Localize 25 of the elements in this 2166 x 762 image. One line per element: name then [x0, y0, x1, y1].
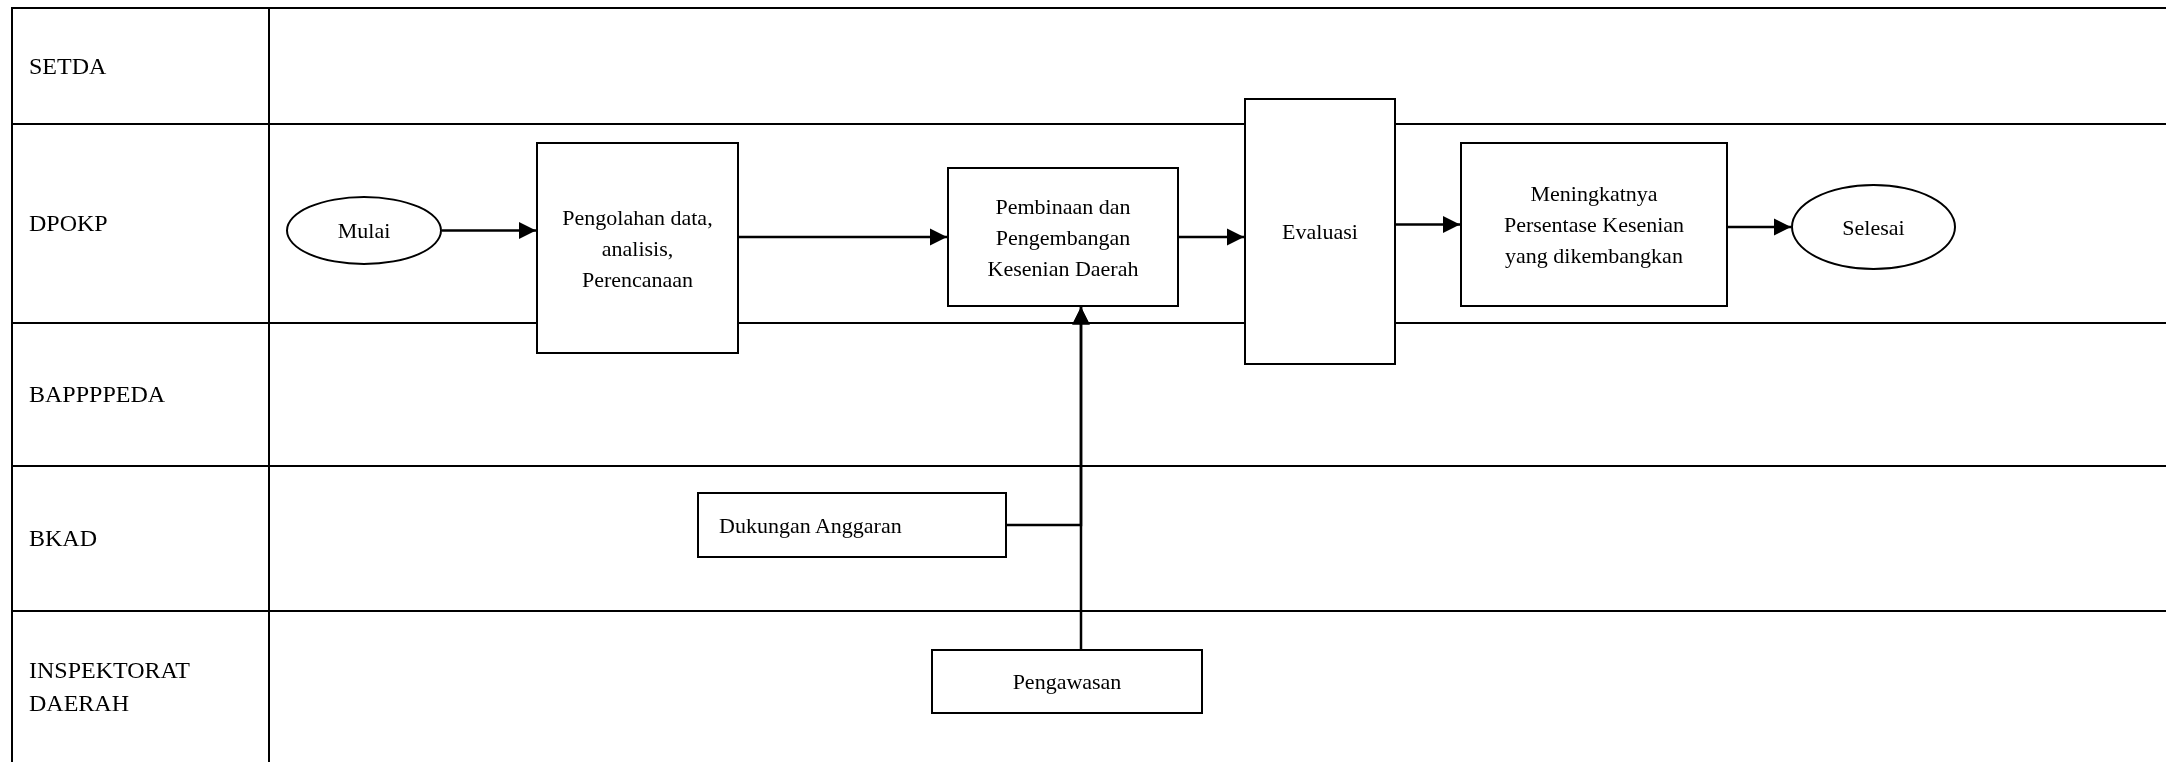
node-label: Dukungan Anggaran [719, 511, 902, 540]
arrow [1072, 307, 1090, 649]
arrow [442, 221, 536, 240]
process-box [536, 142, 739, 354]
process-box [697, 492, 1007, 558]
arrow [1396, 215, 1460, 234]
node-label: Pembinaan dan Pengembangan Kesenian Daerah [986, 192, 1140, 283]
arrow [1179, 228, 1244, 246]
node-label: Evaluasi [1282, 218, 1358, 246]
lane-label: BAPPPPEDA [29, 380, 167, 409]
lane-label: DPOKP [29, 209, 109, 238]
lane-label: SETDA [29, 51, 108, 81]
node-label: Selesai [1842, 213, 1905, 242]
process-box [1244, 98, 1396, 365]
process-box [947, 167, 1179, 307]
process-box [931, 649, 1203, 714]
lane-label: INSPEKTORAT DAERAH [29, 656, 191, 718]
node-label: Mulai [337, 217, 391, 245]
node-label: Meningkatnya Persentase Kesenian yang dikembangkan [1502, 180, 1686, 270]
process-box [1460, 142, 1728, 307]
node-label: Pengolahan data, analisis, Perencanaan [561, 203, 714, 294]
arrow [1728, 218, 1791, 236]
node-label: Pengawasan [1012, 668, 1122, 696]
arrow [739, 228, 947, 246]
lane-label: BKAD [29, 524, 98, 553]
